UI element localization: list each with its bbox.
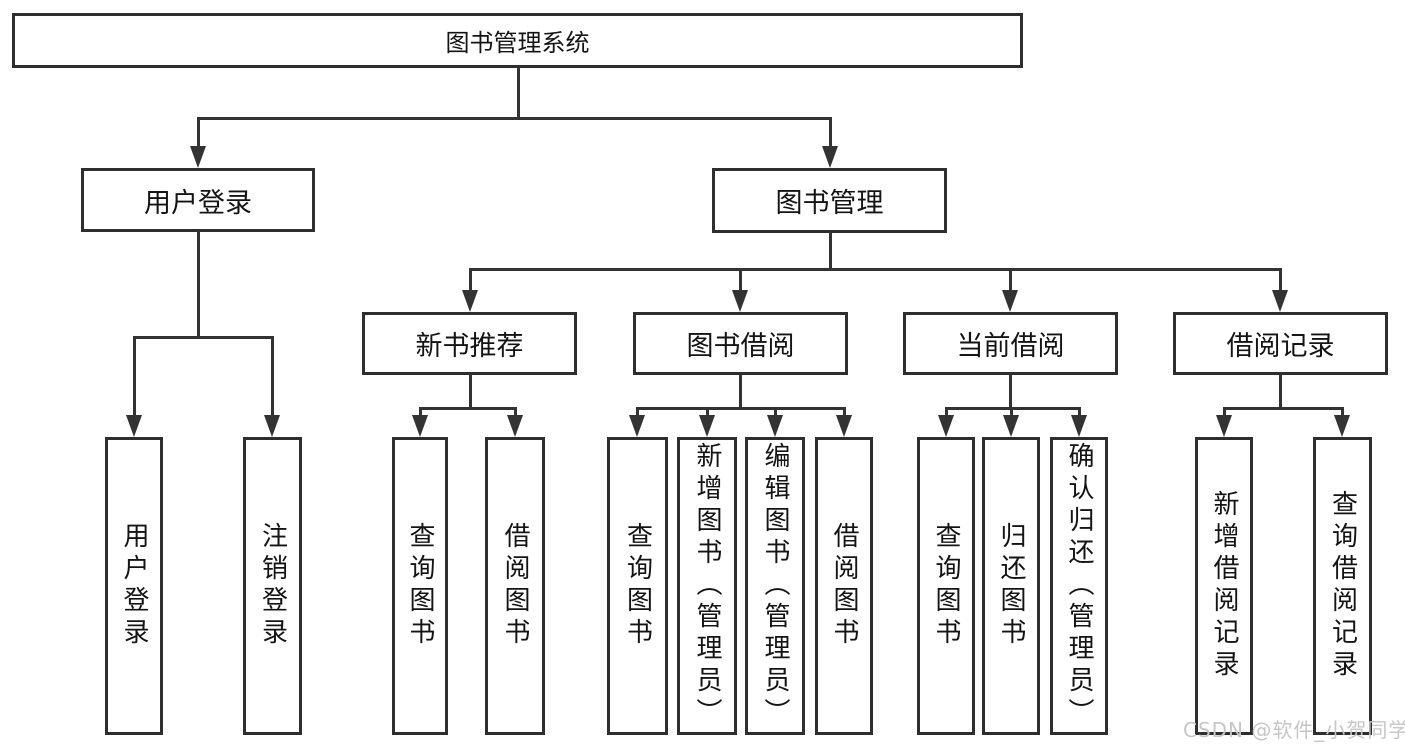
arrow-down-icon <box>462 290 478 312</box>
leaf-borrow-books-recommend: 借阅图书 <box>485 437 545 735</box>
connector-leaf <box>636 407 639 417</box>
leaf-borrow-books: 借阅图书 <box>815 437 873 735</box>
arrow-down-icon <box>412 415 428 437</box>
arrow-down-icon <box>1071 415 1087 437</box>
leaf-add-borrow-record: 新增借阅记录 <box>1195 437 1253 735</box>
node-new-book-recommend: 新书推荐 <box>362 312 577 375</box>
connector-root-stem <box>517 67 520 117</box>
node-borrowing-records: 借阅记录 <box>1173 312 1388 375</box>
connector-user-login-rail <box>133 336 274 339</box>
connector-current-borrowing-stem <box>1009 374 1012 407</box>
connector-to-leaf-logout <box>271 336 274 418</box>
connector-leaf <box>1010 407 1013 417</box>
arrow-down-icon <box>938 415 954 437</box>
connector-to-new-book <box>469 268 472 293</box>
arrow-down-icon <box>1216 415 1232 437</box>
arrow-down-icon <box>732 290 748 312</box>
node-library-management-system: 图书管理系统 <box>12 13 1023 68</box>
arrow-down-icon <box>1002 290 1018 312</box>
connector-leaf <box>706 407 709 417</box>
node-user-login: 用户登录 <box>81 168 315 232</box>
arrow-down-icon <box>190 146 206 168</box>
leaf-edit-books-admin: 编辑图书（管理员） <box>745 437 805 735</box>
node-book-management: 图书管理 <box>712 168 947 233</box>
connector-book-borrowing-rail <box>636 407 846 410</box>
leaf-return-books: 归还图书 <box>982 437 1040 735</box>
connector-leaf <box>419 407 422 417</box>
arrow-down-icon <box>264 415 280 437</box>
leaf-query-books-current: 查询图书 <box>917 437 975 735</box>
connector-leaf <box>1341 407 1344 417</box>
arrow-down-icon <box>1272 290 1288 312</box>
connector-to-leaf-user-login <box>133 336 136 418</box>
connector-to-borrowing-records <box>1279 268 1282 293</box>
connector-leaf <box>774 407 777 417</box>
connector-to-current-borrowing <box>1009 268 1012 293</box>
connector-book-management-stem <box>829 232 832 268</box>
arrow-down-icon <box>1003 415 1019 437</box>
connector-leaf <box>843 407 846 417</box>
connector-new-book-stem <box>469 374 472 407</box>
connector-leaf <box>1078 407 1081 417</box>
arrow-down-icon <box>629 415 645 437</box>
csdn-watermark: CSDN @软件_小贺同学 <box>1183 718 1405 742</box>
connector-current-borrowing-rail <box>945 407 1081 410</box>
connector-book-management-rail <box>469 268 1282 271</box>
leaf-query-books-recommend: 查询图书 <box>392 437 448 735</box>
connector-new-book-rail <box>419 407 517 410</box>
leaf-confirm-return-admin: 确认归还（管理员） <box>1050 437 1108 735</box>
leaf-query-borrow-record: 查询借阅记录 <box>1313 437 1372 735</box>
connector-leaf <box>514 407 517 417</box>
connector-borrowing-records-stem <box>1279 374 1282 407</box>
connector-to-user-login <box>197 117 200 149</box>
arrow-down-icon <box>507 415 523 437</box>
connector-to-book-borrowing <box>739 268 742 293</box>
connector-borrowing-records-rail <box>1223 407 1344 410</box>
connector-leaf <box>1223 407 1226 417</box>
arrow-down-icon <box>822 146 838 168</box>
arrow-down-icon <box>126 415 142 437</box>
leaf-user-login: 用户登录 <box>105 437 163 735</box>
arrow-down-icon <box>767 415 783 437</box>
connector-root-rail <box>197 117 832 120</box>
arrow-down-icon <box>699 415 715 437</box>
leaf-logout: 注销登录 <box>243 437 302 735</box>
connector-leaf <box>945 407 948 417</box>
node-current-borrowing: 当前借阅 <box>903 312 1118 375</box>
arrow-down-icon <box>836 415 852 437</box>
connector-book-borrowing-stem <box>739 374 742 407</box>
connector-to-book-management <box>829 117 832 149</box>
arrow-down-icon <box>1334 415 1350 437</box>
leaf-add-books-admin: 新增图书（管理员） <box>677 437 737 735</box>
node-book-borrowing: 图书借阅 <box>633 312 848 375</box>
leaf-query-books-borrowing: 查询图书 <box>607 437 668 735</box>
connector-user-login-stem <box>197 231 200 336</box>
